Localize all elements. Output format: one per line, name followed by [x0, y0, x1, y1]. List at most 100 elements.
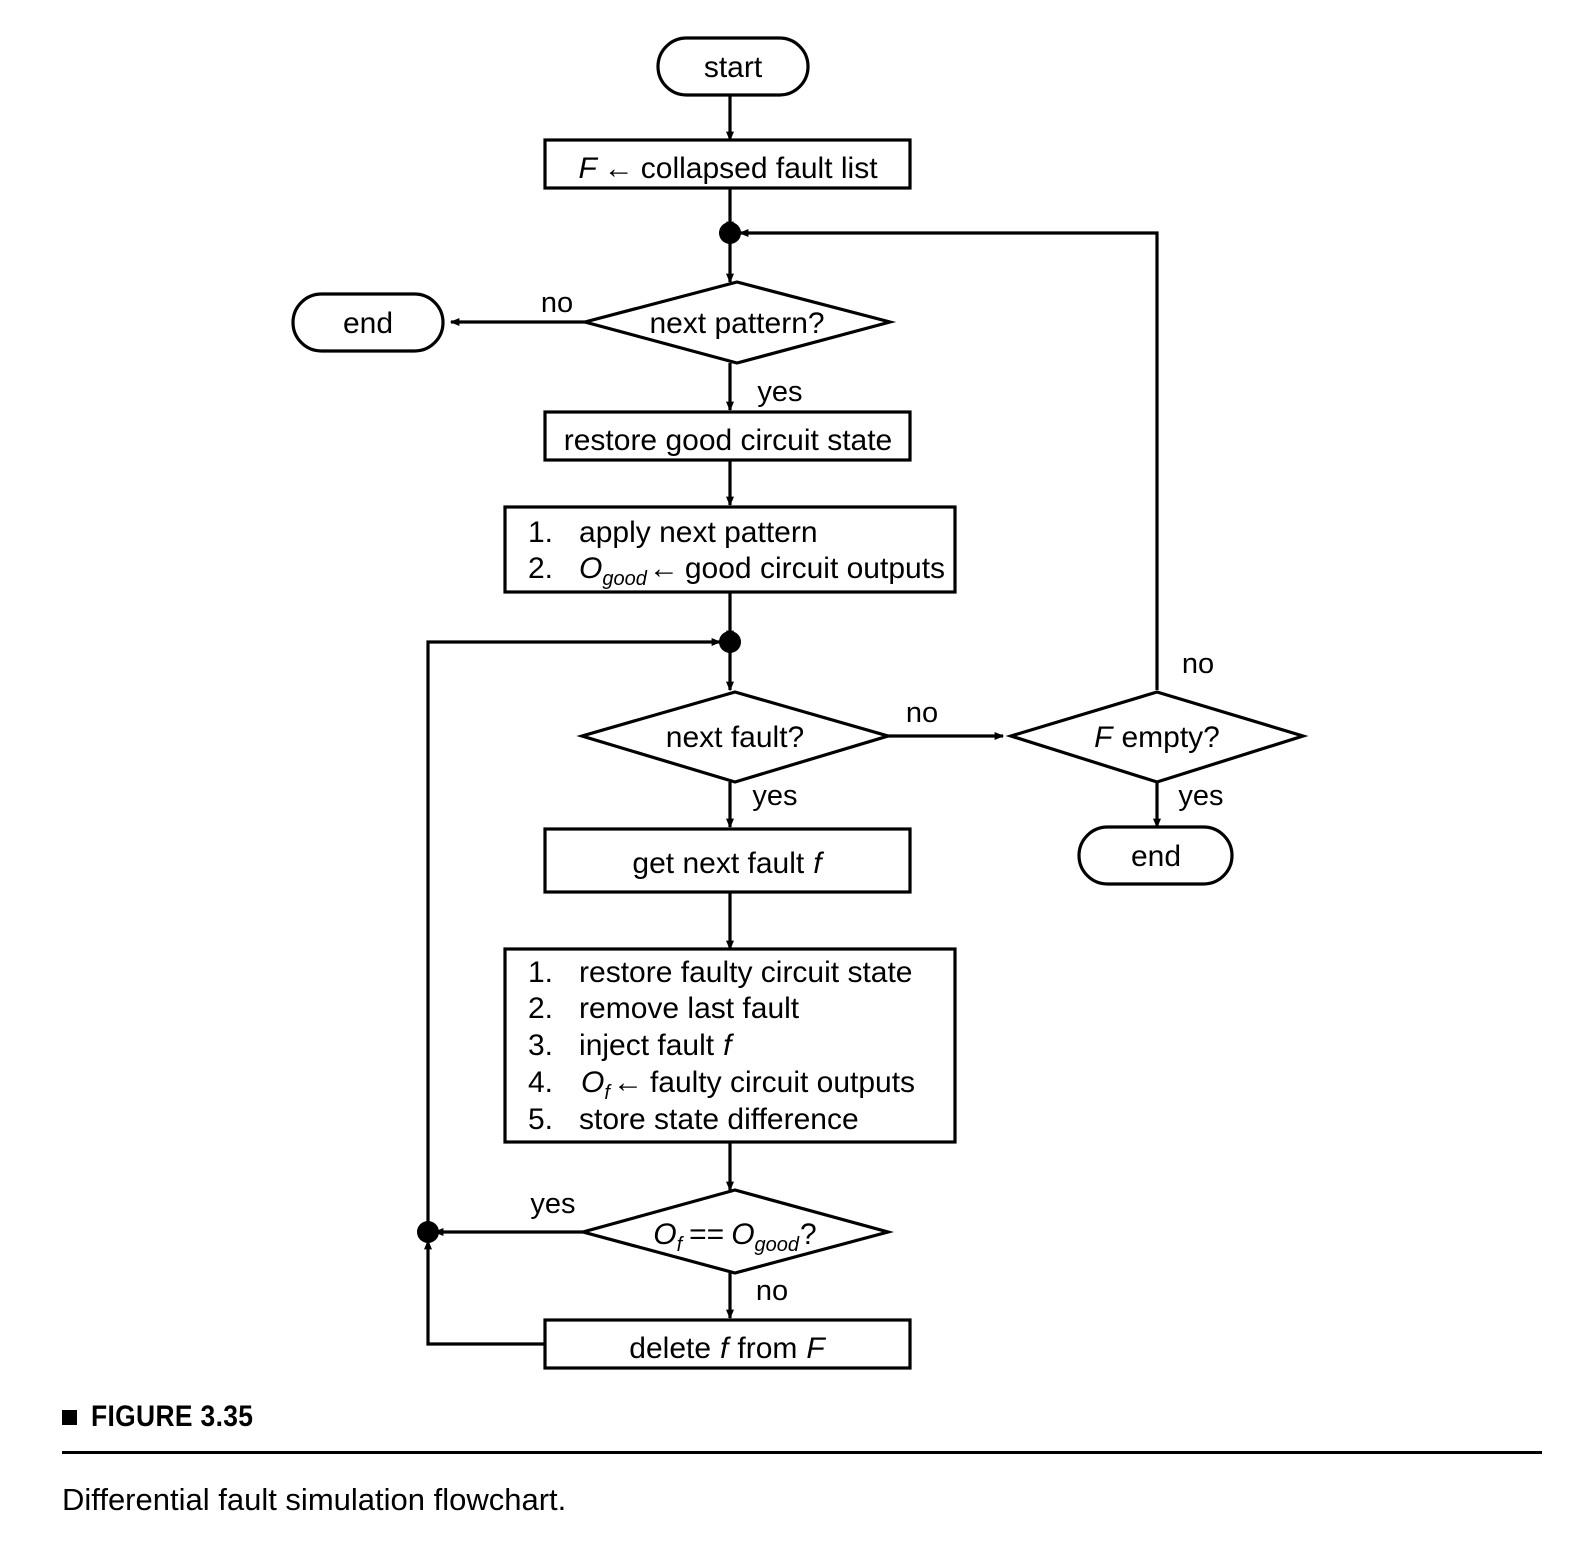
next-pattern-decision-shape — [578, 280, 897, 365]
pattern-loop-junction-dot — [719, 222, 741, 244]
fault-op-item-2: 2. remove last fault — [528, 992, 800, 1025]
collapsed-arrow: ← — [604, 152, 634, 185]
edge-retry-junction-to-fault-junction — [426, 638, 722, 1225]
fault-op-1-text: restore faulty circuit state — [579, 956, 912, 989]
fault-op-5-text: store state difference — [579, 1103, 859, 1136]
node-apply-next-pattern[interactable]: 1.apply next pattern 2. Ogood←good circui… — [503, 505, 957, 594]
delete-var-F: F — [806, 1332, 826, 1365]
get-next-fault-pre: get next fault — [632, 847, 804, 880]
compare-left-sub: f — [677, 1234, 685, 1256]
get-next-fault-shape — [543, 827, 912, 894]
fault-loop-junction-dot — [719, 631, 741, 653]
figure-caption-block: FIGURE 3.35 Differential fault simulatio… — [0, 1400, 1586, 1518]
restore-good-label: restore good circuit state — [564, 424, 893, 457]
apply-item-2-arrow: ← — [649, 552, 679, 585]
apply-item-2-sub: good — [602, 568, 647, 590]
figure-heading: FIGURE 3.35 — [0, 1400, 1586, 1434]
get-next-fault-label: get next fault f — [632, 847, 824, 880]
node-next-pattern[interactable]: next pattern? — [578, 280, 897, 365]
figure-caption-text: Differential fault simulation flowchart. — [62, 1482, 567, 1517]
label-f-empty-yes: yes — [1178, 780, 1223, 812]
end-left-terminator-shape — [291, 292, 445, 353]
fault-op-item-5: 5. store state difference — [528, 1103, 859, 1136]
apply-pattern-shape — [503, 505, 957, 594]
fault-op-2-num: 2. — [528, 992, 553, 1025]
delete-mid: from — [737, 1332, 797, 1365]
node-compare-outputs[interactable]: Of==Ogood? — [576, 1188, 895, 1275]
label-compare-no: no — [756, 1275, 788, 1307]
end-left-label: end — [343, 307, 393, 340]
apply-item-1-num: 1. — [528, 516, 553, 549]
fault-op-3-num: 3. — [528, 1029, 553, 1062]
fault-op-4-sub: f — [604, 1082, 612, 1104]
compare-question-mark: ? — [800, 1218, 817, 1251]
horizontal-rule — [62, 1451, 1542, 1454]
fault-op-3-text: inject fault — [579, 1029, 715, 1062]
node-fault-operations[interactable]: 1. restore faulty circuit state 2. remove … — [503, 947, 957, 1144]
square-bullet-icon — [62, 1409, 77, 1425]
label-compare-yes: yes — [530, 1188, 575, 1220]
fault-operations-shape — [503, 947, 957, 1144]
node-start[interactable]: start — [656, 36, 810, 97]
edge-f-empty-no-loopback — [738, 229, 1159, 690]
collapsed-var-F: F — [578, 152, 598, 185]
fault-op-4-text: faulty circuit outputs — [650, 1066, 915, 1099]
get-next-fault-var: f — [813, 847, 824, 880]
node-get-next-fault[interactable]: get next fault f — [543, 827, 912, 894]
fault-op-2-text: remove last fault — [579, 992, 800, 1025]
retry-loop-junction-dot — [417, 1221, 439, 1243]
node-next-fault[interactable]: next fault? — [576, 690, 894, 784]
collapsed-fault-list-label: F←collapsed fault list — [578, 152, 878, 185]
fault-op-5-num: 5. — [528, 1103, 553, 1136]
end-right-label: end — [1131, 840, 1181, 873]
f-empty-decision-shape — [1005, 690, 1309, 784]
delete-pre: delete — [629, 1332, 711, 1365]
start-terminator-shape — [656, 36, 810, 97]
next-fault-label: next fault? — [666, 721, 804, 754]
compare-operator: == — [689, 1218, 724, 1251]
fault-op-4-var: O — [581, 1066, 604, 1099]
fault-op-item-4: 4. Of←faulty circuit outputs — [528, 1066, 915, 1104]
label-next-fault-no: no — [906, 697, 938, 729]
start-label: start — [704, 51, 763, 84]
compare-left-var: O — [653, 1218, 676, 1251]
apply-item-2-text: good circuit outputs — [685, 552, 945, 585]
fault-op-4-num: 4. — [528, 1066, 553, 1099]
fault-op-4-arrow: ← — [613, 1066, 643, 1099]
apply-item-2-var: O — [579, 552, 602, 585]
next-pattern-label: next pattern? — [649, 307, 824, 340]
node-end-right[interactable]: end — [1077, 825, 1234, 886]
compare-right-sub: good — [755, 1234, 800, 1256]
compare-outputs-decision-shape — [576, 1188, 895, 1275]
label-next-fault-yes: yes — [752, 780, 797, 812]
delete-fault-shape — [543, 1318, 912, 1370]
fault-op-3-var: f — [723, 1029, 734, 1062]
compare-outputs-label: Of==Ogood? — [653, 1218, 816, 1256]
label-next-pattern-yes: yes — [757, 376, 802, 408]
apply-item-2-num: 2. — [528, 552, 553, 585]
node-restore-good-circuit-state[interactable]: restore good circuit state — [543, 410, 912, 462]
connectors — [424, 95, 1161, 1346]
collapsed-rest: collapsed fault list — [641, 152, 878, 185]
label-next-pattern-no: no — [541, 287, 573, 319]
fault-op-1-num: 1. — [528, 956, 553, 989]
end-right-terminator-shape — [1077, 825, 1234, 886]
node-collapsed-fault-list[interactable]: F←collapsed fault list — [543, 138, 912, 190]
flowchart-canvas: start F←collapsed fault list next patter… — [291, 36, 1309, 1370]
next-fault-decision-shape — [576, 690, 894, 784]
label-f-empty-no: no — [1182, 648, 1214, 680]
apply-item-1: 1.apply next pattern — [528, 516, 818, 549]
collapsed-fault-list-shape — [543, 138, 912, 190]
compare-right-var: O — [731, 1218, 754, 1251]
apply-item-2: 2. Ogood←good circuit outputs — [528, 552, 945, 590]
figure-number-label: FIGURE 3.35 — [91, 1400, 254, 1433]
junction-dots — [417, 222, 741, 1243]
node-end-left[interactable]: end — [291, 292, 445, 353]
edge-delete-to-retry-junction — [424, 1239, 545, 1346]
